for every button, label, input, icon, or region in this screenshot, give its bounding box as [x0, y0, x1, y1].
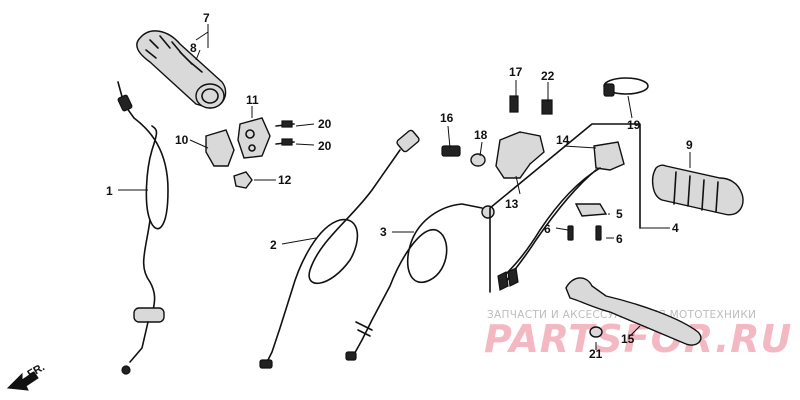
callout-4: 4: [672, 221, 679, 235]
callout-20-top: 20: [318, 117, 332, 131]
callout-16: 16: [440, 111, 454, 125]
switch-housing-part: [205, 117, 295, 189]
throttle-grip-part: [136, 30, 227, 109]
callout-1: 1: [106, 184, 113, 198]
callout-22: 22: [541, 69, 555, 83]
lever-assembly-part: [489, 123, 641, 293]
callout-2: 2: [270, 238, 277, 252]
callout-12: 12: [278, 173, 292, 187]
callout-11: 11: [246, 93, 259, 107]
clamp-part: [603, 77, 649, 97]
callout-17: 17: [509, 65, 523, 79]
callout-3: 3: [380, 225, 387, 239]
callout-5: 5: [616, 207, 623, 221]
callout-6-left: 6: [544, 222, 551, 236]
front-direction-label: FR.: [26, 361, 47, 380]
leader-lines: [118, 24, 691, 350]
front-direction-indicator: FR.: [6, 361, 47, 391]
callout-21: 21: [589, 347, 603, 361]
callout-18: 18: [474, 128, 488, 142]
callout-20-bottom: 20: [318, 139, 332, 153]
callout-15: 15: [621, 332, 635, 346]
lever-bracket-part: [441, 95, 553, 179]
watermark: ЗАПЧАСТИ И АКСЕССУАРЫ ДЛЯ МОТОТЕХНИКИ PA…: [484, 309, 791, 361]
callout-19: 19: [627, 118, 641, 132]
callout-7: 7: [203, 11, 210, 25]
clutch-lever-part: [565, 277, 702, 346]
throttle-cable-part: [117, 81, 169, 375]
callout-10: 10: [175, 133, 189, 147]
callout-9: 9: [686, 138, 693, 152]
callout-6-right: 6: [616, 232, 623, 246]
left-grip-part: [651, 164, 744, 216]
callout-8: 8: [190, 41, 197, 55]
callout-13: 13: [505, 197, 519, 211]
cable-two-part: [259, 129, 420, 369]
front-arrow-icon: [6, 371, 39, 391]
cable-three-part: [345, 203, 495, 361]
callout-14: 14: [556, 133, 570, 147]
callouts: 7 8 11 10 12 20 20 1 2 3 16 18 17 22 13 …: [106, 11, 693, 361]
